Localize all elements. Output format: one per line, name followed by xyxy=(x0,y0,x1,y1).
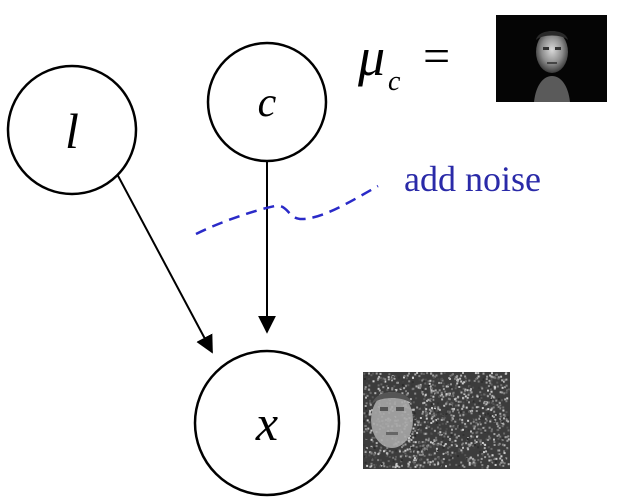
edge-l-to-x xyxy=(115,171,213,354)
mu-symbol: μ xyxy=(357,27,385,87)
node-c-label: c xyxy=(258,80,277,126)
node-x: x xyxy=(193,349,341,497)
equals-sign: = xyxy=(420,30,452,83)
node-l-label: l xyxy=(65,103,79,159)
node-c: c xyxy=(206,41,328,163)
mean-equation: μ c = xyxy=(357,27,452,97)
noise-curve xyxy=(195,184,379,236)
node-x-label: x xyxy=(255,395,278,451)
node-l: l xyxy=(6,64,138,196)
face-thumbnail-icon xyxy=(496,15,607,102)
add-noise-label: add noise xyxy=(404,159,541,199)
mu-subscript: c xyxy=(388,66,401,97)
noisy-face-thumbnail-icon xyxy=(363,372,510,469)
